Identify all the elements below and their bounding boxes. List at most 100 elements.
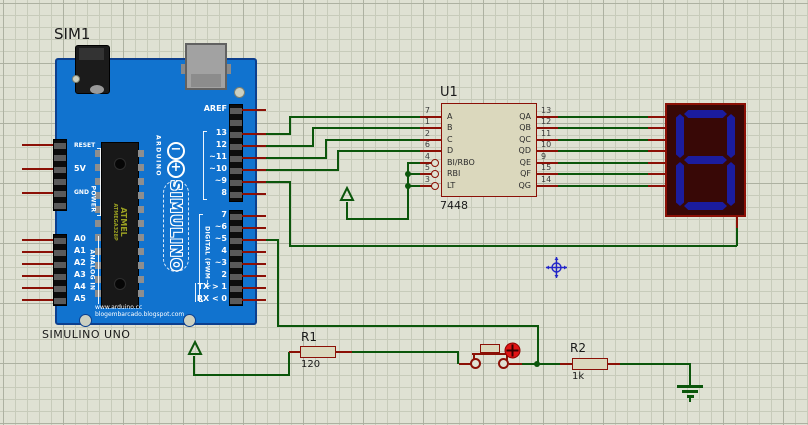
pin-stub (537, 173, 558, 175)
sim1-reference-label: SIM1 (54, 25, 91, 43)
mounting-hole (234, 87, 245, 98)
junction-dot (534, 361, 540, 367)
wire-segment (266, 157, 327, 159)
chip-pin-nub (138, 192, 144, 199)
r1-refdes: R1 (301, 330, 317, 344)
ground-symbol[interactable] (677, 385, 703, 388)
u1-pin-name: QF (520, 169, 531, 178)
u1-pin-name: QA (519, 112, 531, 121)
chip-pin-nub (95, 192, 101, 199)
button-bar-tick (473, 355, 475, 360)
bracket (199, 214, 203, 215)
chip-dot (114, 278, 126, 290)
pin-stub (420, 127, 441, 129)
wire-segment (537, 325, 539, 364)
wire-segment (407, 162, 420, 164)
u1-pin-name: RBI (447, 169, 461, 178)
pin-stub (648, 185, 665, 187)
wire-segment (193, 374, 290, 376)
pin-stub (22, 287, 53, 289)
resistor-r2-body[interactable] (572, 358, 608, 370)
wire-segment (289, 116, 291, 135)
pin-label-a0: A0 (74, 234, 86, 243)
pin-stub (420, 139, 441, 141)
digital-header-bottom[interactable] (229, 210, 243, 306)
power-terminal-icon[interactable] (338, 186, 356, 203)
wire-segment (277, 239, 279, 326)
arduino-brand-text: ARDUINO (154, 135, 162, 177)
u1-refdes: U1 (440, 85, 458, 100)
wire-segment (736, 228, 738, 246)
chip-pin-nub (95, 164, 101, 171)
wire-segment (193, 356, 195, 376)
pin-stub (537, 127, 558, 129)
pin-stub (537, 162, 558, 164)
pin-stub (420, 185, 432, 187)
pin-label-12: 12 (215, 140, 227, 149)
power-group-label: POWER (89, 185, 97, 213)
pin-stub (648, 173, 665, 175)
r2-refdes: R2 (570, 341, 586, 355)
pin-stub (22, 168, 53, 170)
chip-pin-nub (138, 290, 144, 297)
wire-segment (325, 139, 420, 141)
logo-plus-circle: + (167, 160, 185, 178)
resistor-r1-body[interactable] (300, 346, 336, 358)
inversion-bubble (431, 170, 439, 178)
digital-header-top[interactable] (229, 104, 243, 202)
power-terminal-icon[interactable] (186, 340, 204, 357)
segment-b (727, 114, 735, 158)
pin-stub (242, 227, 266, 229)
wire-segment (312, 127, 420, 129)
wire-segment (337, 150, 420, 152)
wire-segment (407, 162, 409, 220)
wire-segment (558, 162, 648, 164)
arduino-board[interactable] (55, 58, 257, 325)
u1-pin-name: QD (518, 146, 531, 155)
button-contact (498, 358, 509, 369)
chip-pin-nub (138, 248, 144, 255)
pin-label-11: ~11 (209, 152, 227, 161)
pin-stub (242, 275, 266, 277)
pin-stub (242, 239, 266, 241)
u1-pin-number: 15 (541, 163, 552, 172)
analog-group-label: ANALOG IN (88, 249, 96, 291)
chip-pin-nub (138, 234, 144, 241)
button-contact (470, 358, 481, 369)
pin-label-2: 2 (221, 270, 227, 279)
wire-segment (266, 133, 291, 135)
inversion-bubble (431, 182, 439, 190)
u1-7448-body[interactable] (441, 103, 537, 197)
chip-pin-nub (138, 164, 144, 171)
wire-segment (346, 202, 348, 220)
junction-dot (405, 183, 411, 189)
board-caption: SIMULINO UNO (42, 328, 131, 341)
pin-stub (608, 363, 620, 365)
wire-segment (266, 181, 291, 183)
usb-connector-front (191, 74, 221, 87)
analog-header[interactable] (53, 234, 67, 306)
power-header[interactable] (53, 139, 67, 211)
u1-pin-name: QC (519, 135, 531, 144)
usb-tab-right (227, 64, 231, 74)
mounting-hole (79, 314, 92, 327)
pin-stub (22, 263, 53, 265)
pin-stub (509, 363, 522, 365)
button-actuator-icon[interactable] (504, 342, 521, 359)
wire-segment (558, 127, 648, 129)
wire-segment (522, 363, 560, 365)
pin-stub (648, 139, 665, 141)
ground-symbol-bar (687, 395, 694, 398)
u1-pin-name: LT (447, 181, 456, 190)
push-button[interactable] (480, 344, 500, 353)
u1-pin-number: 11 (541, 129, 552, 138)
pin-stub (242, 145, 266, 147)
pin-stub (289, 351, 300, 353)
u1-pin-number: 10 (541, 140, 552, 149)
mounting-hole (72, 75, 80, 83)
u1-pin-number: 4 (424, 152, 430, 161)
pin-label-6: ~6 (214, 222, 227, 231)
pin-label-8: 8 (221, 188, 227, 197)
board-url-2: blogembarcado.blogspot.com (95, 311, 185, 318)
bracket (203, 199, 207, 200)
